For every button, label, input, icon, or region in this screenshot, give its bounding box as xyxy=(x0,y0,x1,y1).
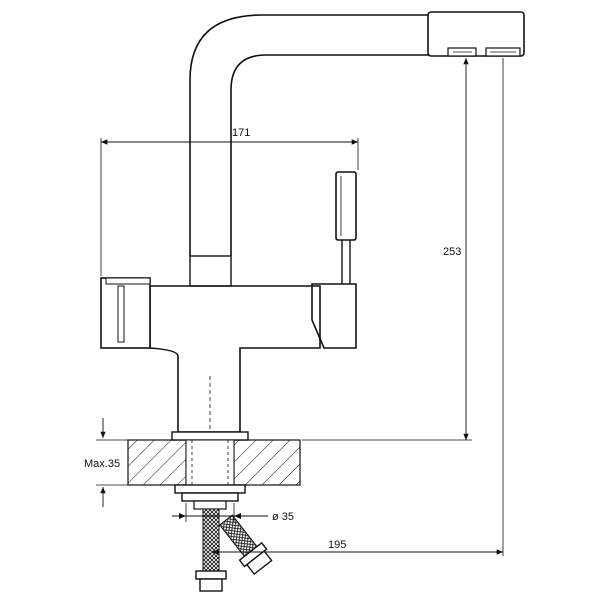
countertop-section xyxy=(127,439,301,486)
width-dimension-label: 171 xyxy=(232,127,250,139)
hole-diameter-label: ø 35 xyxy=(272,511,294,523)
reach-dimension-label: 195 xyxy=(328,539,346,551)
mounting-shank xyxy=(171,431,249,510)
dimension-height: 253 xyxy=(302,58,472,441)
dimension-width: 171 xyxy=(100,127,359,276)
deck-thickness-label: Max.35 xyxy=(84,458,120,470)
dimension-deck-thickness: Max.35 xyxy=(84,418,128,507)
spout xyxy=(189,11,525,256)
dimension-hole-diameter: ø 35 xyxy=(172,503,294,523)
height-dimension-label: 253 xyxy=(443,246,461,258)
faucet-body xyxy=(100,255,321,433)
supply-hoses xyxy=(195,508,273,592)
dimension-reach: 195 xyxy=(212,58,504,556)
side-lever xyxy=(311,171,357,349)
